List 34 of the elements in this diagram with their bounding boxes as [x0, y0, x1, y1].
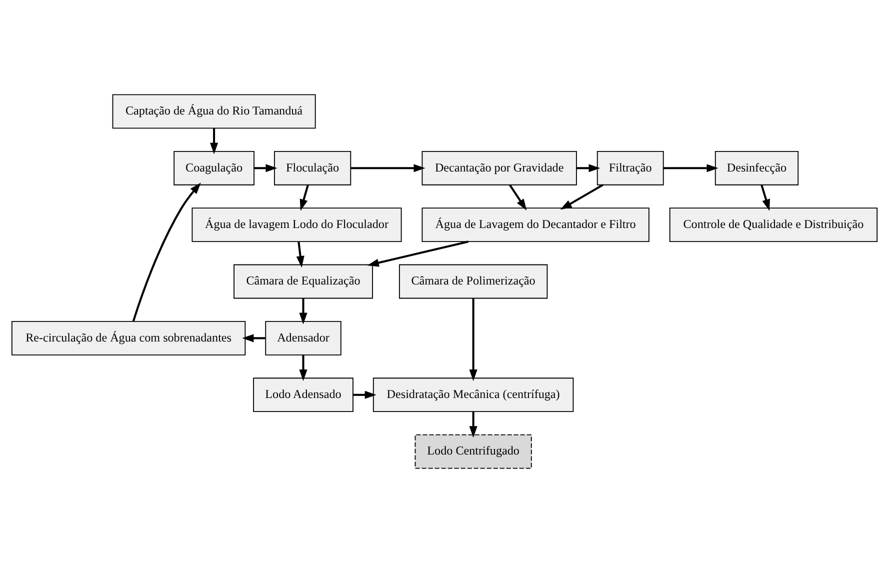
arrow: [560, 184, 604, 210]
node-box: Controle de Qualidade e Distribuição: [669, 207, 878, 242]
arrow: [353, 390, 376, 398]
node-box: Coagulação: [174, 150, 254, 185]
node-box: Captação de Água do Rio Tamanduá: [112, 94, 316, 128]
node-box: Câmara de Polimerização: [398, 264, 548, 298]
arrow: [300, 184, 309, 210]
node-box: Filtração: [596, 150, 664, 185]
arrow: [576, 164, 600, 172]
arrow: [760, 184, 770, 210]
node-box: Água de Lavagem do Decantador e Filtro: [422, 207, 650, 242]
arrow: [469, 411, 478, 438]
arrow: [299, 298, 308, 324]
arrow: [254, 164, 278, 172]
arrow: [242, 334, 266, 342]
arrow: [299, 354, 308, 381]
arrow: [210, 128, 218, 154]
arrow: [508, 184, 527, 210]
arrow: [132, 182, 201, 322]
node-box: Decantação por Gravidade: [422, 150, 577, 185]
node-box: Adensador: [265, 320, 342, 355]
node-box: Câmara de Equalização: [234, 264, 373, 298]
arrow: [350, 164, 426, 172]
node-box: Água de lavagem Lodo do Floculador: [192, 207, 402, 242]
node-box: Re-circulação de Água com sobrenadantes: [11, 320, 246, 355]
arrow: [663, 164, 718, 172]
node-box: Desidratação Mecânica (centrífuga): [372, 377, 574, 412]
node-box: Lodo Centrifugado: [414, 434, 532, 468]
node-box: Floculação: [274, 150, 352, 185]
node-box: Desinfecção: [714, 150, 799, 185]
arrow: [367, 240, 469, 266]
arrow: [296, 240, 304, 268]
arrow: [469, 298, 478, 381]
node-box: Lodo Adensado: [253, 377, 354, 412]
